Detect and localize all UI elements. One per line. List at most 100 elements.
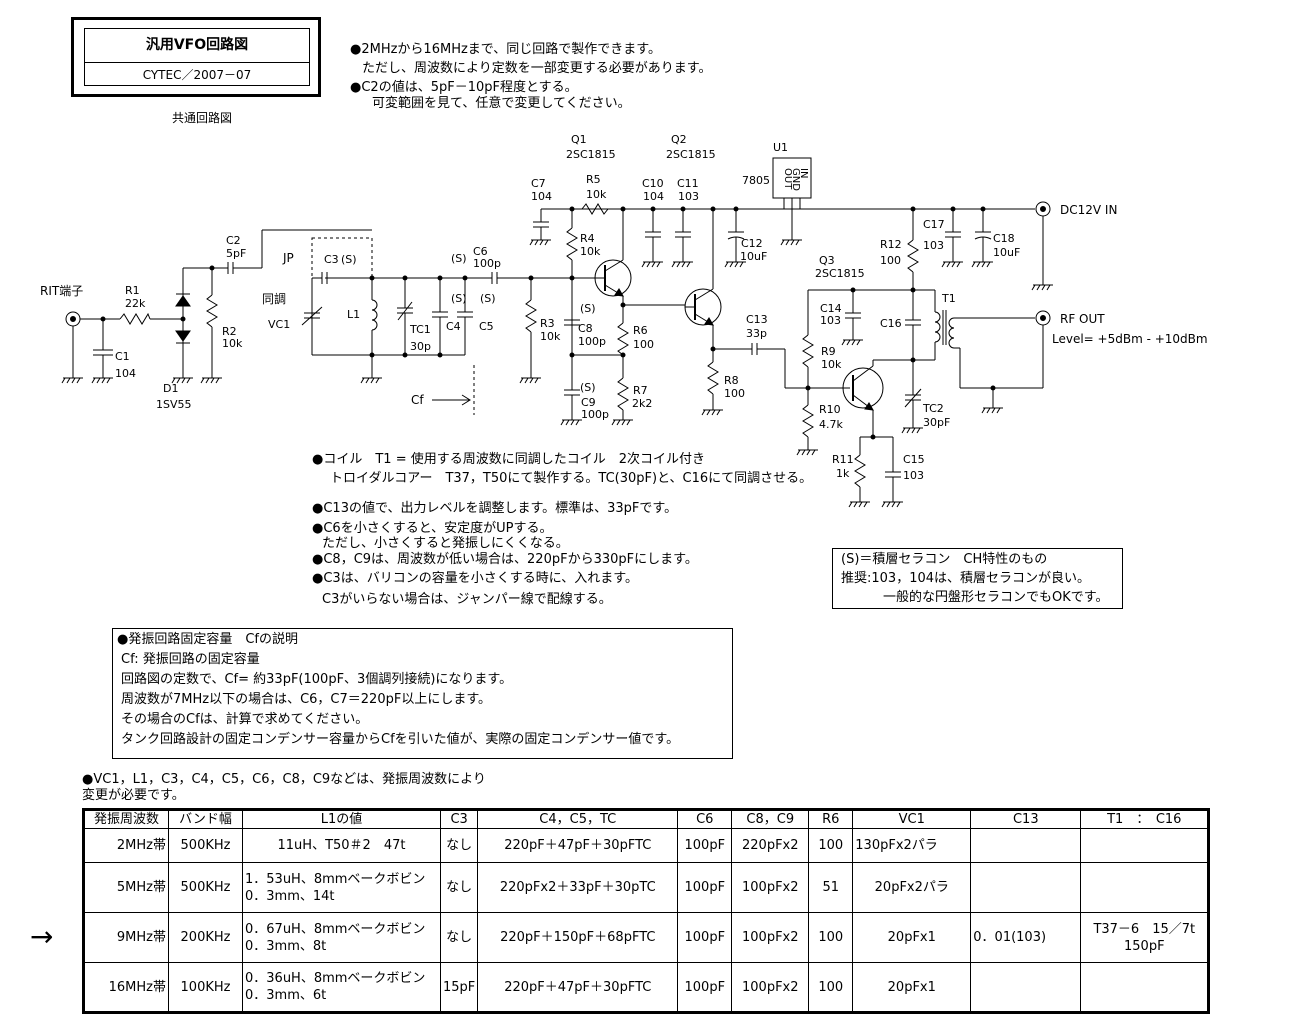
- note-2: ただし、周波数により定数を一部変更する必要があります。: [362, 61, 712, 76]
- note-1: ●2MHzから16MHzまで、同じ回路で製作できます。: [350, 42, 661, 57]
- label-c10-value: 104: [643, 190, 664, 203]
- label-r2-value: 10k: [222, 337, 243, 350]
- label-c15-value: 103: [903, 469, 924, 482]
- label-c12-value: 10uF: [740, 250, 767, 263]
- label-r10-value: 4.7k: [819, 418, 843, 431]
- schematic: OUT GND IN RIT端子 R1 22k C1 104 D1 1SV55 …: [40, 133, 1208, 508]
- s-legend-line-2: 推奨:103，104は、積層セラコンが良い。: [841, 571, 1091, 586]
- label-c11-value: 103: [678, 190, 699, 203]
- u1-pin-out: OUT: [782, 168, 793, 190]
- label-r7: R7: [633, 384, 648, 397]
- s-legend-box: (S)＝積層セラコン CH特性のもの 推奨:103，104は、積層セラコンが良い…: [832, 548, 1123, 609]
- label-cf: Cf: [411, 393, 424, 407]
- c6-note-1: ●C6を小さくすると、安定度がUPする。: [312, 521, 553, 536]
- caption-common: 共通回路図: [172, 111, 233, 125]
- label-q1: Q1: [571, 133, 587, 146]
- label-tc2: TC2: [922, 402, 944, 415]
- header-c6: C6: [677, 809, 733, 829]
- label-r4-value: 10k: [580, 245, 601, 258]
- label-c14-value: 103: [820, 314, 841, 327]
- page-title: 汎用VFO回路図: [145, 37, 249, 53]
- label-r9: R9: [821, 345, 836, 358]
- label-q2-value: 2SC1815: [666, 148, 716, 161]
- label-rit: RIT端子: [40, 284, 83, 298]
- label-c3: C3: [324, 253, 339, 266]
- label-r1-value: 22k: [125, 297, 146, 310]
- label-c1-value: 104: [115, 367, 136, 380]
- label-c11: C11: [677, 177, 699, 190]
- title-box: 汎用VFO回路図 CYTEC／2007－07: [71, 17, 321, 97]
- label-c15: C15: [903, 453, 925, 466]
- label-c9-value: 100p: [581, 408, 609, 421]
- label-q3: Q3: [819, 254, 835, 267]
- label-tc2-value: 30pF: [923, 416, 950, 429]
- label-d1-value: 1SV55: [156, 398, 192, 411]
- label-c3-s: (S): [341, 253, 357, 266]
- label-l1: L1: [347, 308, 360, 321]
- label-tc1-value: 30p: [410, 340, 431, 353]
- label-c10: C10: [642, 177, 664, 190]
- header-l1: L1の値: [242, 809, 441, 829]
- table-row: 2MHz帯 500KHz 11uH、T50＃2 47t なし 220pF＋47p…: [83, 828, 1210, 863]
- label-douchou: 同調: [262, 292, 286, 306]
- label-r12-value: 100: [880, 254, 901, 267]
- header-vc1: VC1: [852, 809, 972, 829]
- label-jp: JP: [282, 251, 294, 265]
- label-c17-value: 103: [923, 239, 944, 252]
- page-subtitle: CYTEC／2007－07: [142, 68, 252, 82]
- label-c2: C2: [226, 234, 241, 247]
- label-c14: C14: [820, 302, 842, 315]
- label-c16: C16: [880, 317, 902, 330]
- s-legend-line-3: 一般的な円盤形セラコンでもOKです。: [883, 590, 1109, 605]
- header-t1c16: T1 ： C16: [1080, 809, 1210, 829]
- label-c7-value: 104: [531, 190, 552, 203]
- label-r6-value: 100: [633, 338, 654, 351]
- header-c8c9: C8，C9: [731, 809, 810, 829]
- label-r8-value: 100: [724, 387, 745, 400]
- cf-line-5: その場合のCfは、計算で求めてください。: [121, 712, 369, 727]
- label-r11-value: 1k: [836, 467, 850, 480]
- header-r6: R6: [808, 809, 854, 829]
- u1-pin-gnd: GND: [790, 168, 801, 191]
- label-c6-s: (S): [451, 252, 467, 265]
- cf-line-4: 周波数が7MHz以下の場合は、C6，C7＝220pF以上にします。: [121, 692, 492, 707]
- label-c17: C17: [923, 218, 945, 231]
- label-c4-s: (S): [451, 292, 467, 305]
- header-bandwidth: バンド幅: [168, 809, 243, 829]
- label-r2: R2: [222, 325, 237, 338]
- cf-explanation-box: ●発振回路固定容量 Cfの説明 Cf: 発振回路の固定容量 回路図の定数で、Cf…: [112, 628, 733, 759]
- label-u1-value: 7805: [742, 174, 770, 187]
- note-4: 可変範囲を見て、任意で変更してください。: [372, 96, 631, 111]
- label-c2-value: 5pF: [226, 247, 246, 260]
- label-c12: C12: [741, 237, 763, 250]
- s-legend-line-1: (S)＝積層セラコン CH特性のもの: [841, 552, 1048, 567]
- label-r4: R4: [580, 232, 595, 245]
- label-vc1: VC1: [268, 318, 290, 331]
- label-r3-value: 10k: [540, 330, 561, 343]
- header-c13: C13: [970, 809, 1082, 829]
- label-q3-value: 2SC1815: [815, 267, 865, 280]
- label-c5-s: (S): [480, 292, 496, 305]
- label-c8: C8: [578, 322, 593, 335]
- u1-pin-in: IN: [798, 168, 809, 178]
- label-r8: R8: [724, 374, 739, 387]
- table-header-row: 発振周波数 バンド幅 L1の値 C3 C4，C5，TC C6 C8，C9 R6 …: [83, 809, 1210, 829]
- current-row-arrow-icon: →: [30, 920, 54, 953]
- label-c9: C9: [581, 396, 596, 409]
- label-c4: C4: [446, 320, 461, 333]
- cf-line-2: Cf: 発振回路の固定容量: [121, 652, 260, 667]
- coil-note-1: ●コイル T1 = 使用する周波数に同調したコイル 2次コイル付き: [312, 452, 705, 467]
- table-note-1: ●VC1，L1，C3，C4，C5，C6，C8，C9などは、発振周波数により: [82, 772, 486, 787]
- label-r6: R6: [633, 324, 648, 337]
- label-c18-value: 10uF: [993, 246, 1020, 259]
- label-c1: C1: [115, 350, 130, 363]
- label-t1: T1: [941, 292, 956, 305]
- label-rf-out: RF OUT: [1060, 312, 1105, 326]
- label-c8-value: 100p: [578, 335, 606, 348]
- header-c4c5tc: C4，C5，TC: [477, 809, 679, 829]
- label-q1-value: 2SC1815: [566, 148, 616, 161]
- label-c13-value: 33p: [746, 327, 767, 340]
